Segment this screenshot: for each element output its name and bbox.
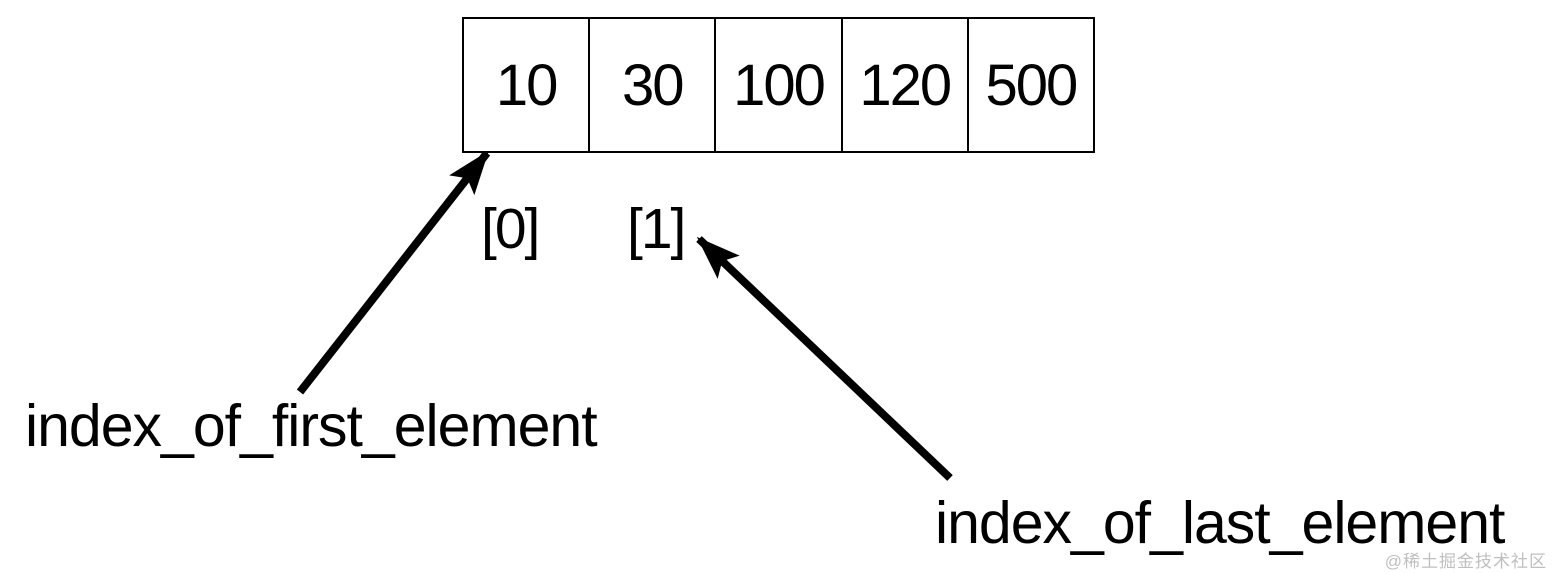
array-box: 10 30 100 120 500 (462, 17, 1095, 153)
watermark: @稀土掘金技术社区 (1384, 552, 1547, 571)
array-cell-2: 100 (714, 19, 840, 151)
array-cell-4: 500 (966, 19, 1093, 151)
arrow-to-last-index (696, 236, 953, 481)
index-label-0: [0] (481, 197, 540, 261)
array-cell-1: 30 (588, 19, 714, 151)
array-cell-3: 120 (840, 19, 967, 151)
last-element-label: index_of_last_element (935, 490, 1505, 556)
index-label-1: [1] (627, 197, 686, 261)
first-element-label: index_of_first_element (25, 393, 598, 459)
arrow-to-first-index (296, 150, 491, 395)
array-cell-0: 10 (495, 52, 559, 118)
